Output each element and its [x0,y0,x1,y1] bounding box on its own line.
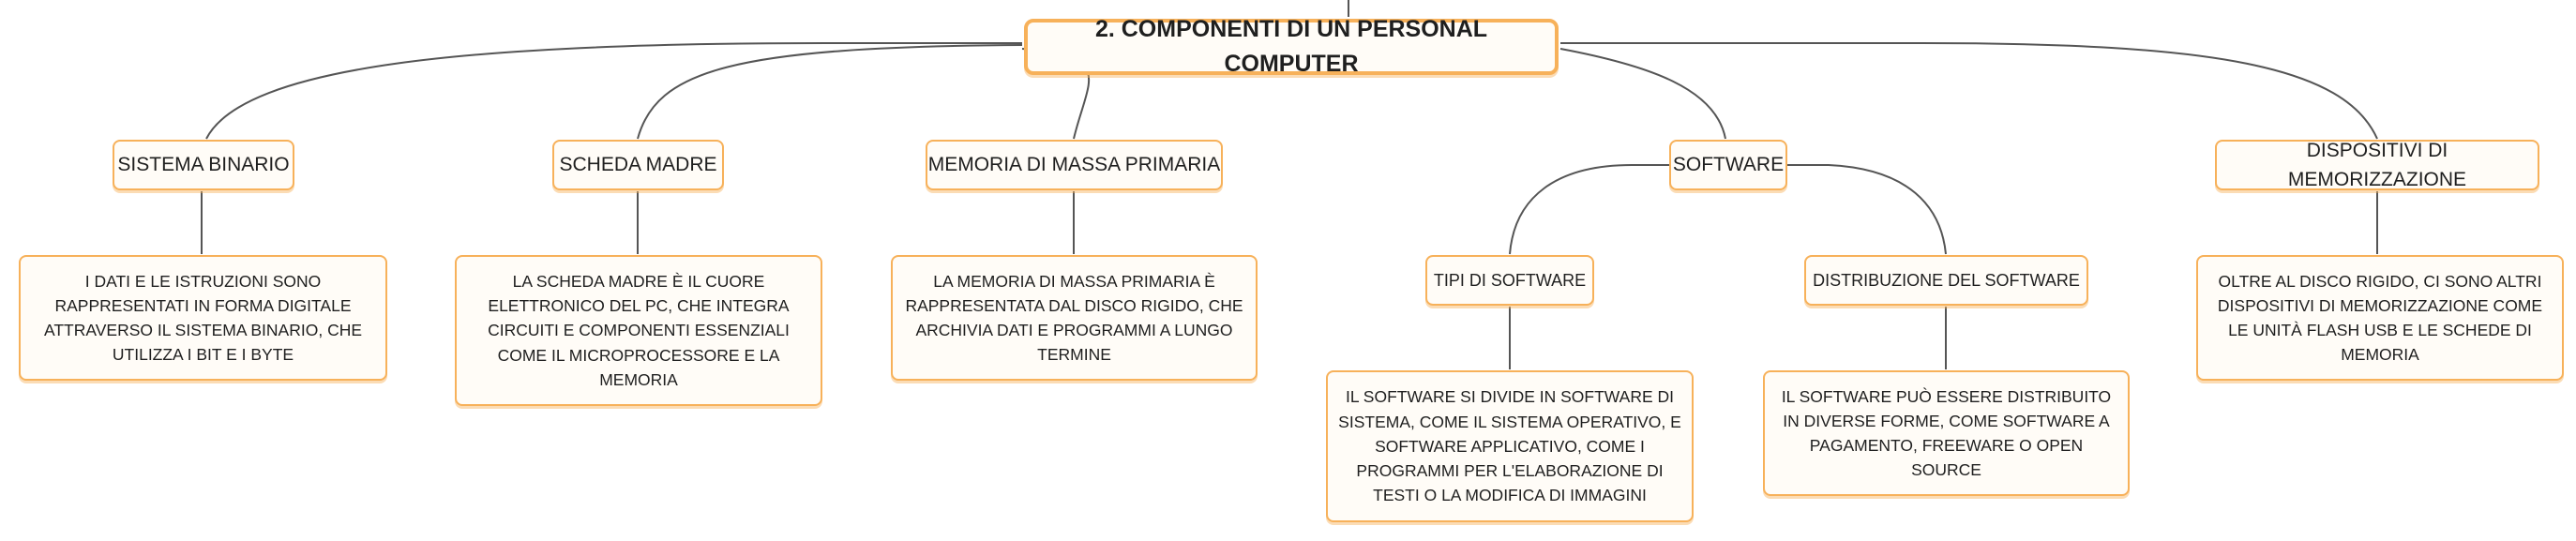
connector-root-dispositivi [1560,42,2378,140]
desc-text: IL SOFTWARE SI DIVIDE IN SOFTWARE DI SIS… [1338,387,1681,505]
desc-dispositivi-di-memorizzazione[interactable]: OLTRE AL DISCO RIGIDO, CI SONO ALTRI DIS… [2196,255,2564,381]
topic-sistema-binario[interactable]: SISTEMA BINARIO [113,140,294,190]
subtopic-label: TIPI DI SOFTWARE [1433,270,1587,290]
connector-root-sistema-binario [205,42,1022,140]
desc-text: LA SCHEDA MADRE È IL CUORE ELETTRONICO D… [488,271,790,389]
topic-label: SOFTWARE [1672,154,1785,176]
connector-root-software [1559,48,1726,140]
root-label: 2. COMPONENTI DI UN PERSONAL COMPUTER [1094,15,1488,78]
connector-root-scheda-madre [637,44,1023,140]
subtopic-tipi-di-software[interactable]: TIPI DI SOFTWARE [1425,255,1594,306]
desc-scheda-madre[interactable]: LA SCHEDA MADRE È IL CUORE ELETTRONICO D… [455,255,822,406]
topic-label: MEMORIA DI MASSA PRIMARIA [927,154,1221,176]
desc-text: IL SOFTWARE PUÒ ESSERE DISTRIBUITO IN DI… [1781,386,2112,480]
desc-sistema-binario[interactable]: I DATI E LE ISTRUZIONI SONO RAPPRESENTAT… [19,255,387,381]
desc-text: LA MEMORIA DI MASSA PRIMARIA È RAPPRESEN… [905,271,1243,365]
topic-label: SISTEMA BINARIO [117,154,290,176]
connector-software-distribuzione [1787,164,1947,255]
topic-memoria-di-massa-primaria[interactable]: MEMORIA DI MASSA PRIMARIA [926,140,1223,190]
subtopic-distribuzione-del-software[interactable]: DISTRIBUZIONE DEL SOFTWARE [1804,255,2088,306]
root-node[interactable]: 2. COMPONENTI DI UN PERSONAL COMPUTER [1024,16,1559,77]
desc-text: OLTRE AL DISCO RIGIDO, CI SONO ALTRI DIS… [2217,271,2543,365]
topic-software[interactable]: SOFTWARE [1669,140,1787,190]
topic-dispositivi-di-memorizzazione[interactable]: DISPOSITIVI DI MEMORIZZAZIONE [2215,140,2539,190]
desc-distribuzione-del-software[interactable]: IL SOFTWARE PUÒ ESSERE DISTRIBUITO IN DI… [1763,370,2130,496]
desc-memoria-di-massa-primaria[interactable]: LA MEMORIA DI MASSA PRIMARIA È RAPPRESEN… [891,255,1258,381]
subtopic-label: DISTRIBUZIONE DEL SOFTWARE [1813,270,2080,290]
topic-scheda-madre[interactable]: SCHEDA MADRE [552,140,724,190]
desc-tipi-di-software[interactable]: IL SOFTWARE SI DIVIDE IN SOFTWARE DI SIS… [1326,370,1694,522]
connector-software-tipi [1509,164,1669,255]
topic-label: SCHEDA MADRE [559,154,717,176]
desc-text: I DATI E LE ISTRUZIONI SONO RAPPRESENTAT… [43,271,363,365]
topic-label: DISPOSITIVI DI MEMORIZZAZIONE [2287,139,2467,191]
